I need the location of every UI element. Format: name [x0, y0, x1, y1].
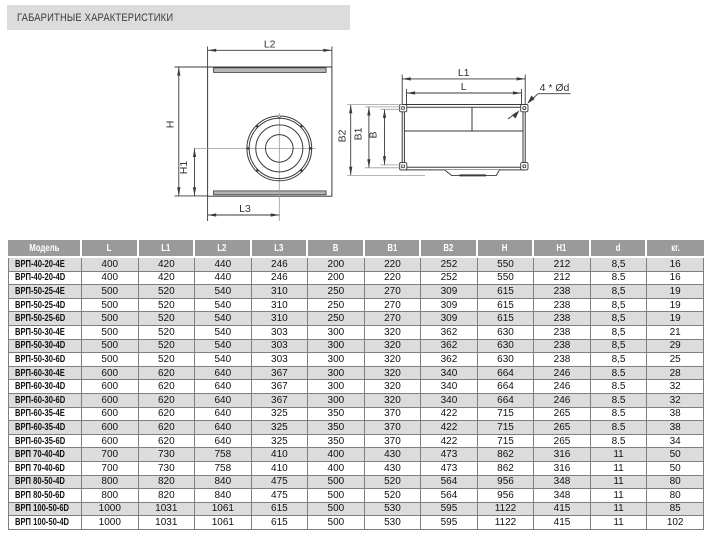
- svg-text:H: H: [165, 121, 177, 129]
- svg-text:B1: B1: [353, 127, 365, 140]
- svg-text:L1: L1: [458, 67, 470, 79]
- svg-text:L: L: [461, 81, 467, 93]
- svg-text:B2: B2: [336, 129, 348, 142]
- svg-text:H1: H1: [178, 161, 190, 175]
- svg-text:4 * Ød: 4 * Ød: [540, 82, 570, 94]
- svg-text:L3: L3: [239, 203, 251, 215]
- svg-text:L2: L2: [264, 39, 276, 51]
- svg-text:B: B: [368, 131, 380, 138]
